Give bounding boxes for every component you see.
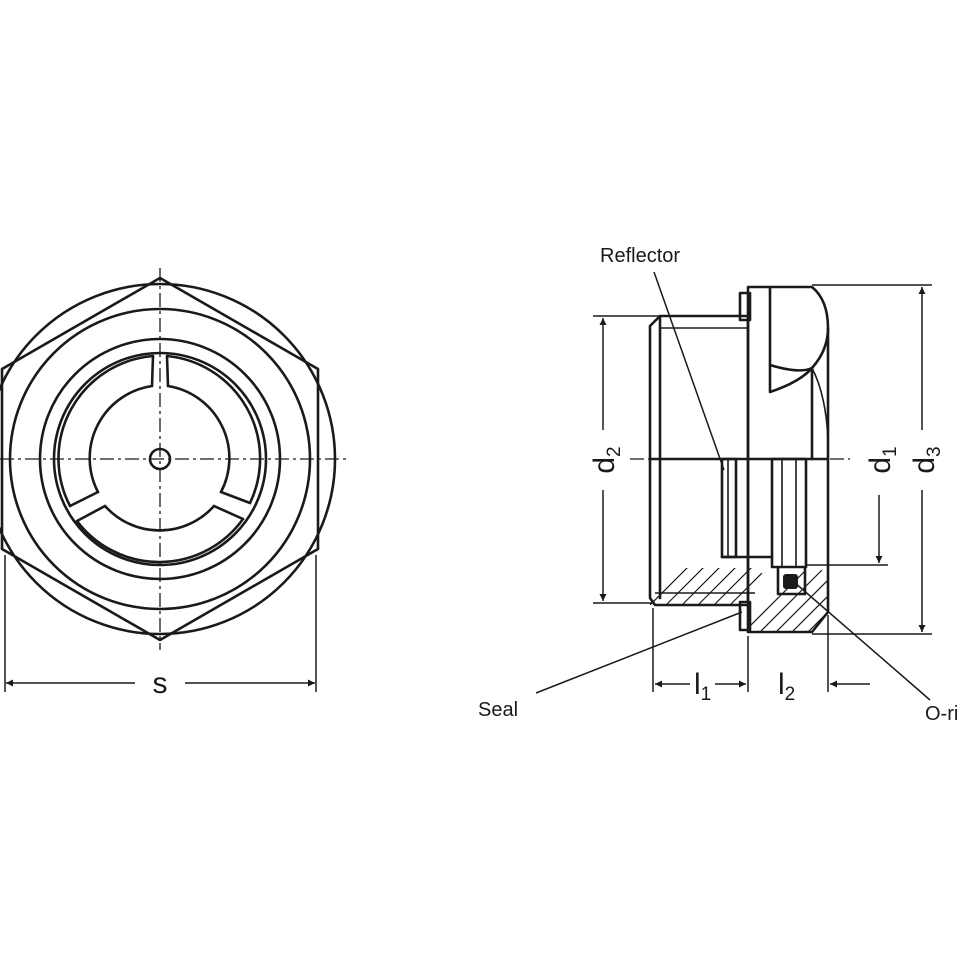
sight-glass: [770, 457, 808, 569]
thread-shank-outline: [648, 314, 750, 607]
seal-leader: [535, 611, 743, 694]
seal-lower: [738, 600, 752, 632]
reflector-slots: [68, 354, 252, 523]
reflector-body: [720, 457, 738, 559]
side-view: d2 d1 d3 l1 l2 Reflector Seal O-ri: [478, 245, 958, 725]
hex-head-outline: [746, 285, 830, 634]
dimension-d1: d1: [864, 446, 901, 473]
seal-upper: [738, 291, 752, 322]
reflector-label: Reflector: [600, 245, 680, 267]
o-ring: [783, 574, 798, 589]
o-ring-label: O-ri: [925, 703, 958, 725]
section-hatching: [650, 568, 828, 632]
dimension-d3: d3: [908, 446, 945, 473]
hex-flat-upper: [768, 285, 830, 372]
reflector-ring-inner: [88, 384, 231, 532]
dimension-l1: l1: [694, 668, 711, 705]
dimension-l2: l2: [778, 668, 795, 705]
dimension-s: s: [153, 667, 168, 700]
hexagon-outline: [0, 276, 320, 642]
o-ring-leader: [793, 581, 931, 701]
reflector-leader: [653, 271, 725, 471]
hex-flat-lower: [768, 363, 814, 394]
dimension-d2: d2: [588, 446, 625, 473]
seal-label: Seal: [478, 699, 518, 721]
front-view: s: [0, 268, 350, 700]
o-ring-groove: [776, 566, 807, 596]
hex-chamfer-curve: [811, 367, 829, 441]
